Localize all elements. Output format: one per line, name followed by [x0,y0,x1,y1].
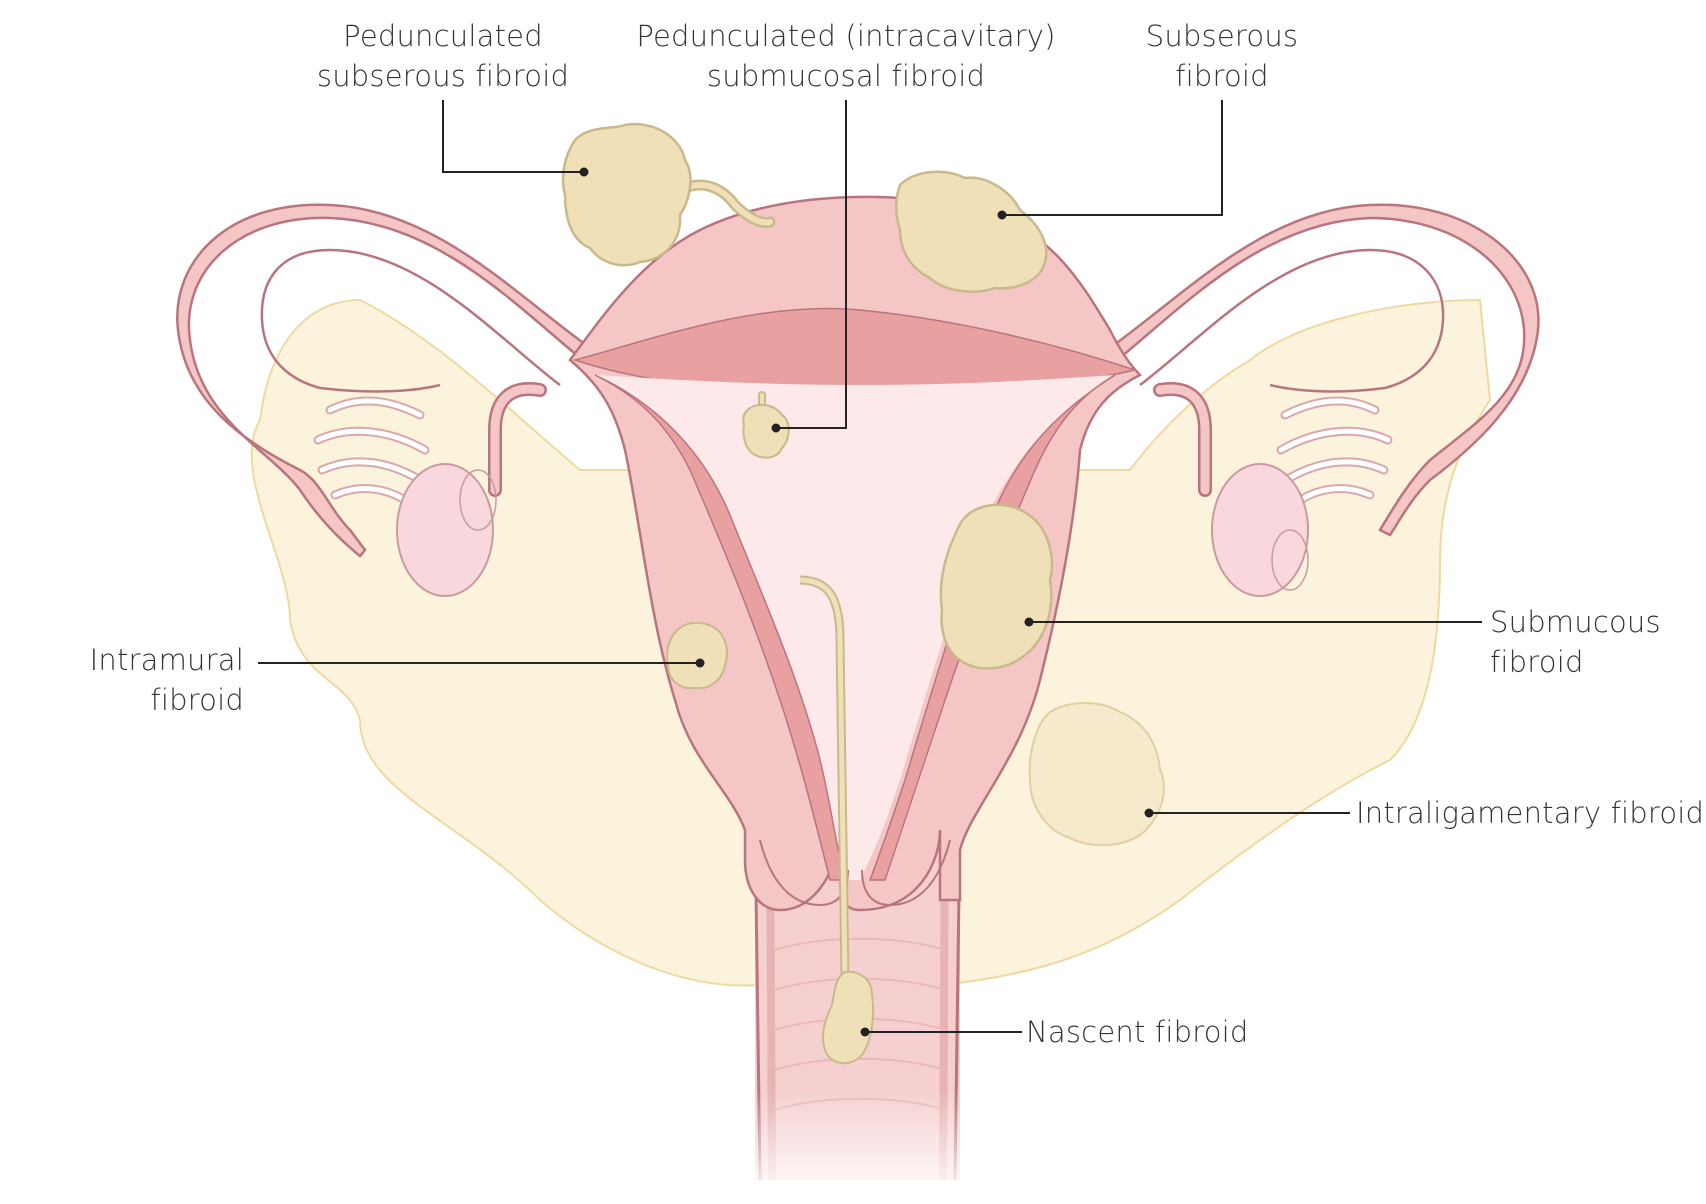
uterine-cavity [595,375,1115,880]
subserous-fibroid [895,170,1048,293]
label-line: submucosal fibroid [706,59,986,93]
right-ovary [1211,463,1309,597]
label-line: Submucous [1490,605,1661,639]
label-line: Nascent fibroid [1026,1015,1249,1049]
label-pedunculated-subserous-fibroid: Pedunculated subserous fibroid [317,16,569,96]
intraligamentary-fibroid [1028,702,1165,847]
label-submucous-fibroid: Submucous fibroid [1490,602,1661,682]
label-line: subserous fibroid [316,59,570,93]
label-intramural-fibroid: Intramural fibroid [90,640,244,720]
label-nascent-fibroid: Nascent fibroid [1026,1012,1249,1052]
label-line: fibroid [1175,59,1269,93]
label-line: Intraligamentary fibroid [1356,796,1705,830]
nascent-fibroid [822,970,875,1065]
pedunculated-submucosal-fibroid [742,403,790,459]
intramural-fibroid [666,621,728,690]
label-line: Pedunculated (intracavitary) [636,19,1056,53]
leader-pedunculated-subserous [442,100,584,173]
left-ovary [396,463,494,597]
label-line: Intramural [89,643,244,677]
leader-pedunculated-submucosal [776,100,847,429]
label-line: Pedunculated [343,19,543,53]
submucous-fibroid [939,503,1054,670]
right-fallopian-tube [1098,203,1540,537]
label-line: fibroid [150,683,244,717]
label-pedunculated-submucosal-fibroid: Pedunculated (intracavitary) submucosal … [636,16,1055,96]
left-fallopian-tube [176,203,602,558]
label-subserous-fibroid: Subserous fibroid [1146,16,1298,96]
label-line: fibroid [1490,645,1584,679]
leader-subserous [1002,100,1223,216]
label-line: Subserous [1145,19,1299,53]
pedunculated-subserous-fibroid [561,122,692,267]
label-intraligamentary-fibroid: Intraligamentary fibroid [1356,793,1704,833]
